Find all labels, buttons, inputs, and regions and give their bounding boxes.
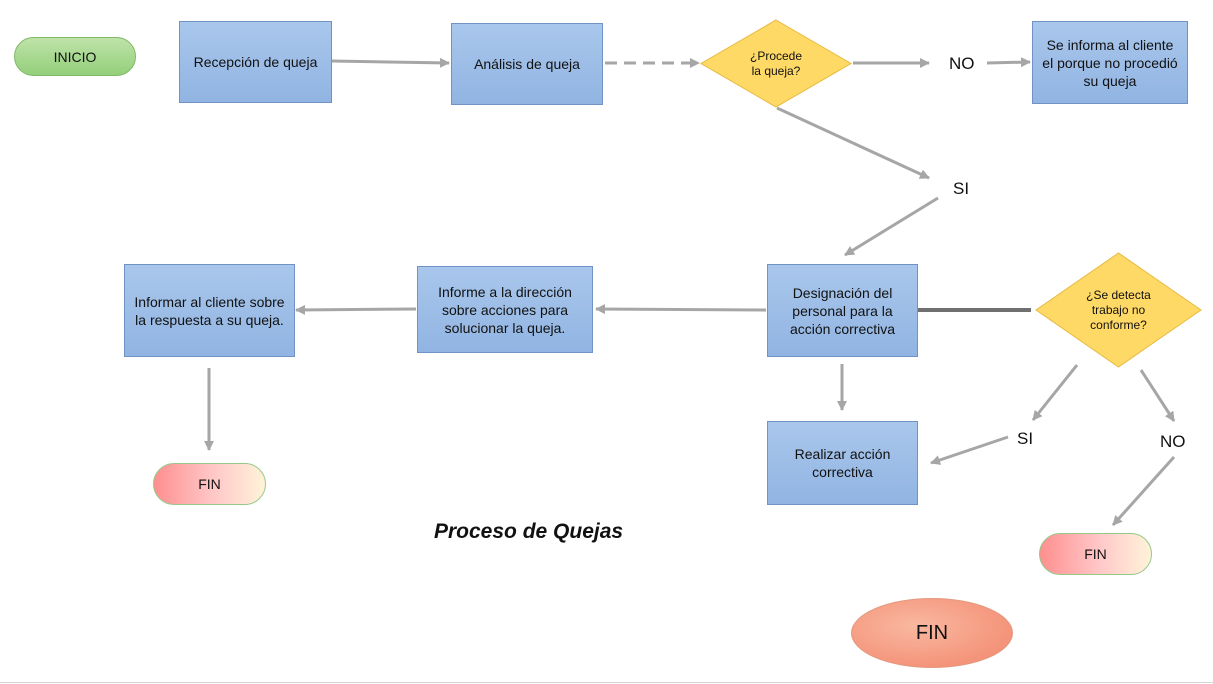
analisis-queja-box: Análisis de queja: [451, 23, 603, 105]
informe-direccion-label: Informe a la dirección sobre acciones pa…: [438, 283, 572, 336]
informar-cliente-label: Informar al cliente sobre la respuesta a…: [134, 293, 285, 328]
arrow-procede-si: [776, 106, 930, 180]
arrow-no-informa: [986, 57, 1031, 68]
informe-direccion-box: Informe a la dirección sobre acciones pa…: [417, 266, 593, 353]
arrow-recepcion-analisis: [331, 57, 450, 68]
inicio-label: INICIO: [53, 48, 97, 65]
arrow-si-realizar: [930, 435, 1009, 465]
realizar-accion-box: Realizar acción correctiva: [767, 421, 918, 505]
realizar-accion-label: Realizar acción correctiva: [794, 446, 891, 480]
designacion-personal-box: Designación del personal para la acción …: [767, 264, 918, 357]
label-no-bottom: NO: [1160, 432, 1186, 451]
procede-queja-decision: ¿Procede la queja?: [700, 19, 852, 108]
fin-right-terminal: FIN: [1039, 533, 1152, 575]
detecta-trabajo-decision: ¿Se detecta trabajo no conforme?: [1035, 252, 1202, 368]
arrow-si-designacion: [844, 196, 939, 257]
fin-big-label: FIN: [915, 621, 949, 644]
arrow-designacion-informe: [595, 304, 767, 315]
fin-right-label: FIN: [1084, 546, 1107, 562]
procede-queja-label: ¿Procede la queja?: [749, 48, 803, 78]
procede-diamond-shape: [700, 19, 852, 108]
detecta-diamond-shape: [1035, 252, 1202, 368]
recepcion-queja-label: Recepción de queja: [193, 54, 318, 70]
arrow-detecta-si: [1031, 364, 1079, 421]
label-si-top: SI: [953, 179, 970, 198]
detecta-trabajo-label: ¿Se detecta trabajo no conforme?: [1086, 287, 1151, 332]
fin-big-terminal: FIN: [851, 598, 1013, 668]
informar-cliente-box: Informar al cliente sobre la respuesta a…: [124, 264, 295, 357]
inicio-terminal: INICIO: [14, 37, 136, 76]
arrow-informe-informar: [295, 304, 417, 315]
arrow-no-fin: [1111, 455, 1176, 527]
diagram-title: Proceso de Quejas: [434, 520, 624, 543]
recepcion-queja-box: Recepción de queja: [179, 21, 332, 103]
informa-cliente-no-label: Se informa al cliente el porque no proce…: [1042, 36, 1178, 89]
label-no-top: NO: [949, 54, 975, 73]
informa-cliente-no-box: Se informa al cliente el porque no proce…: [1032, 21, 1188, 104]
arrow-detecta-no: [1139, 369, 1176, 422]
fin-left-label: FIN: [198, 476, 221, 492]
bottom-divider: [0, 682, 1213, 683]
fin-left-terminal: FIN: [153, 463, 266, 505]
analisis-queja-label: Análisis de queja: [474, 56, 580, 72]
label-si-bottom: SI: [1017, 429, 1034, 448]
designacion-personal-label: Designación del personal para la acción …: [789, 284, 896, 337]
